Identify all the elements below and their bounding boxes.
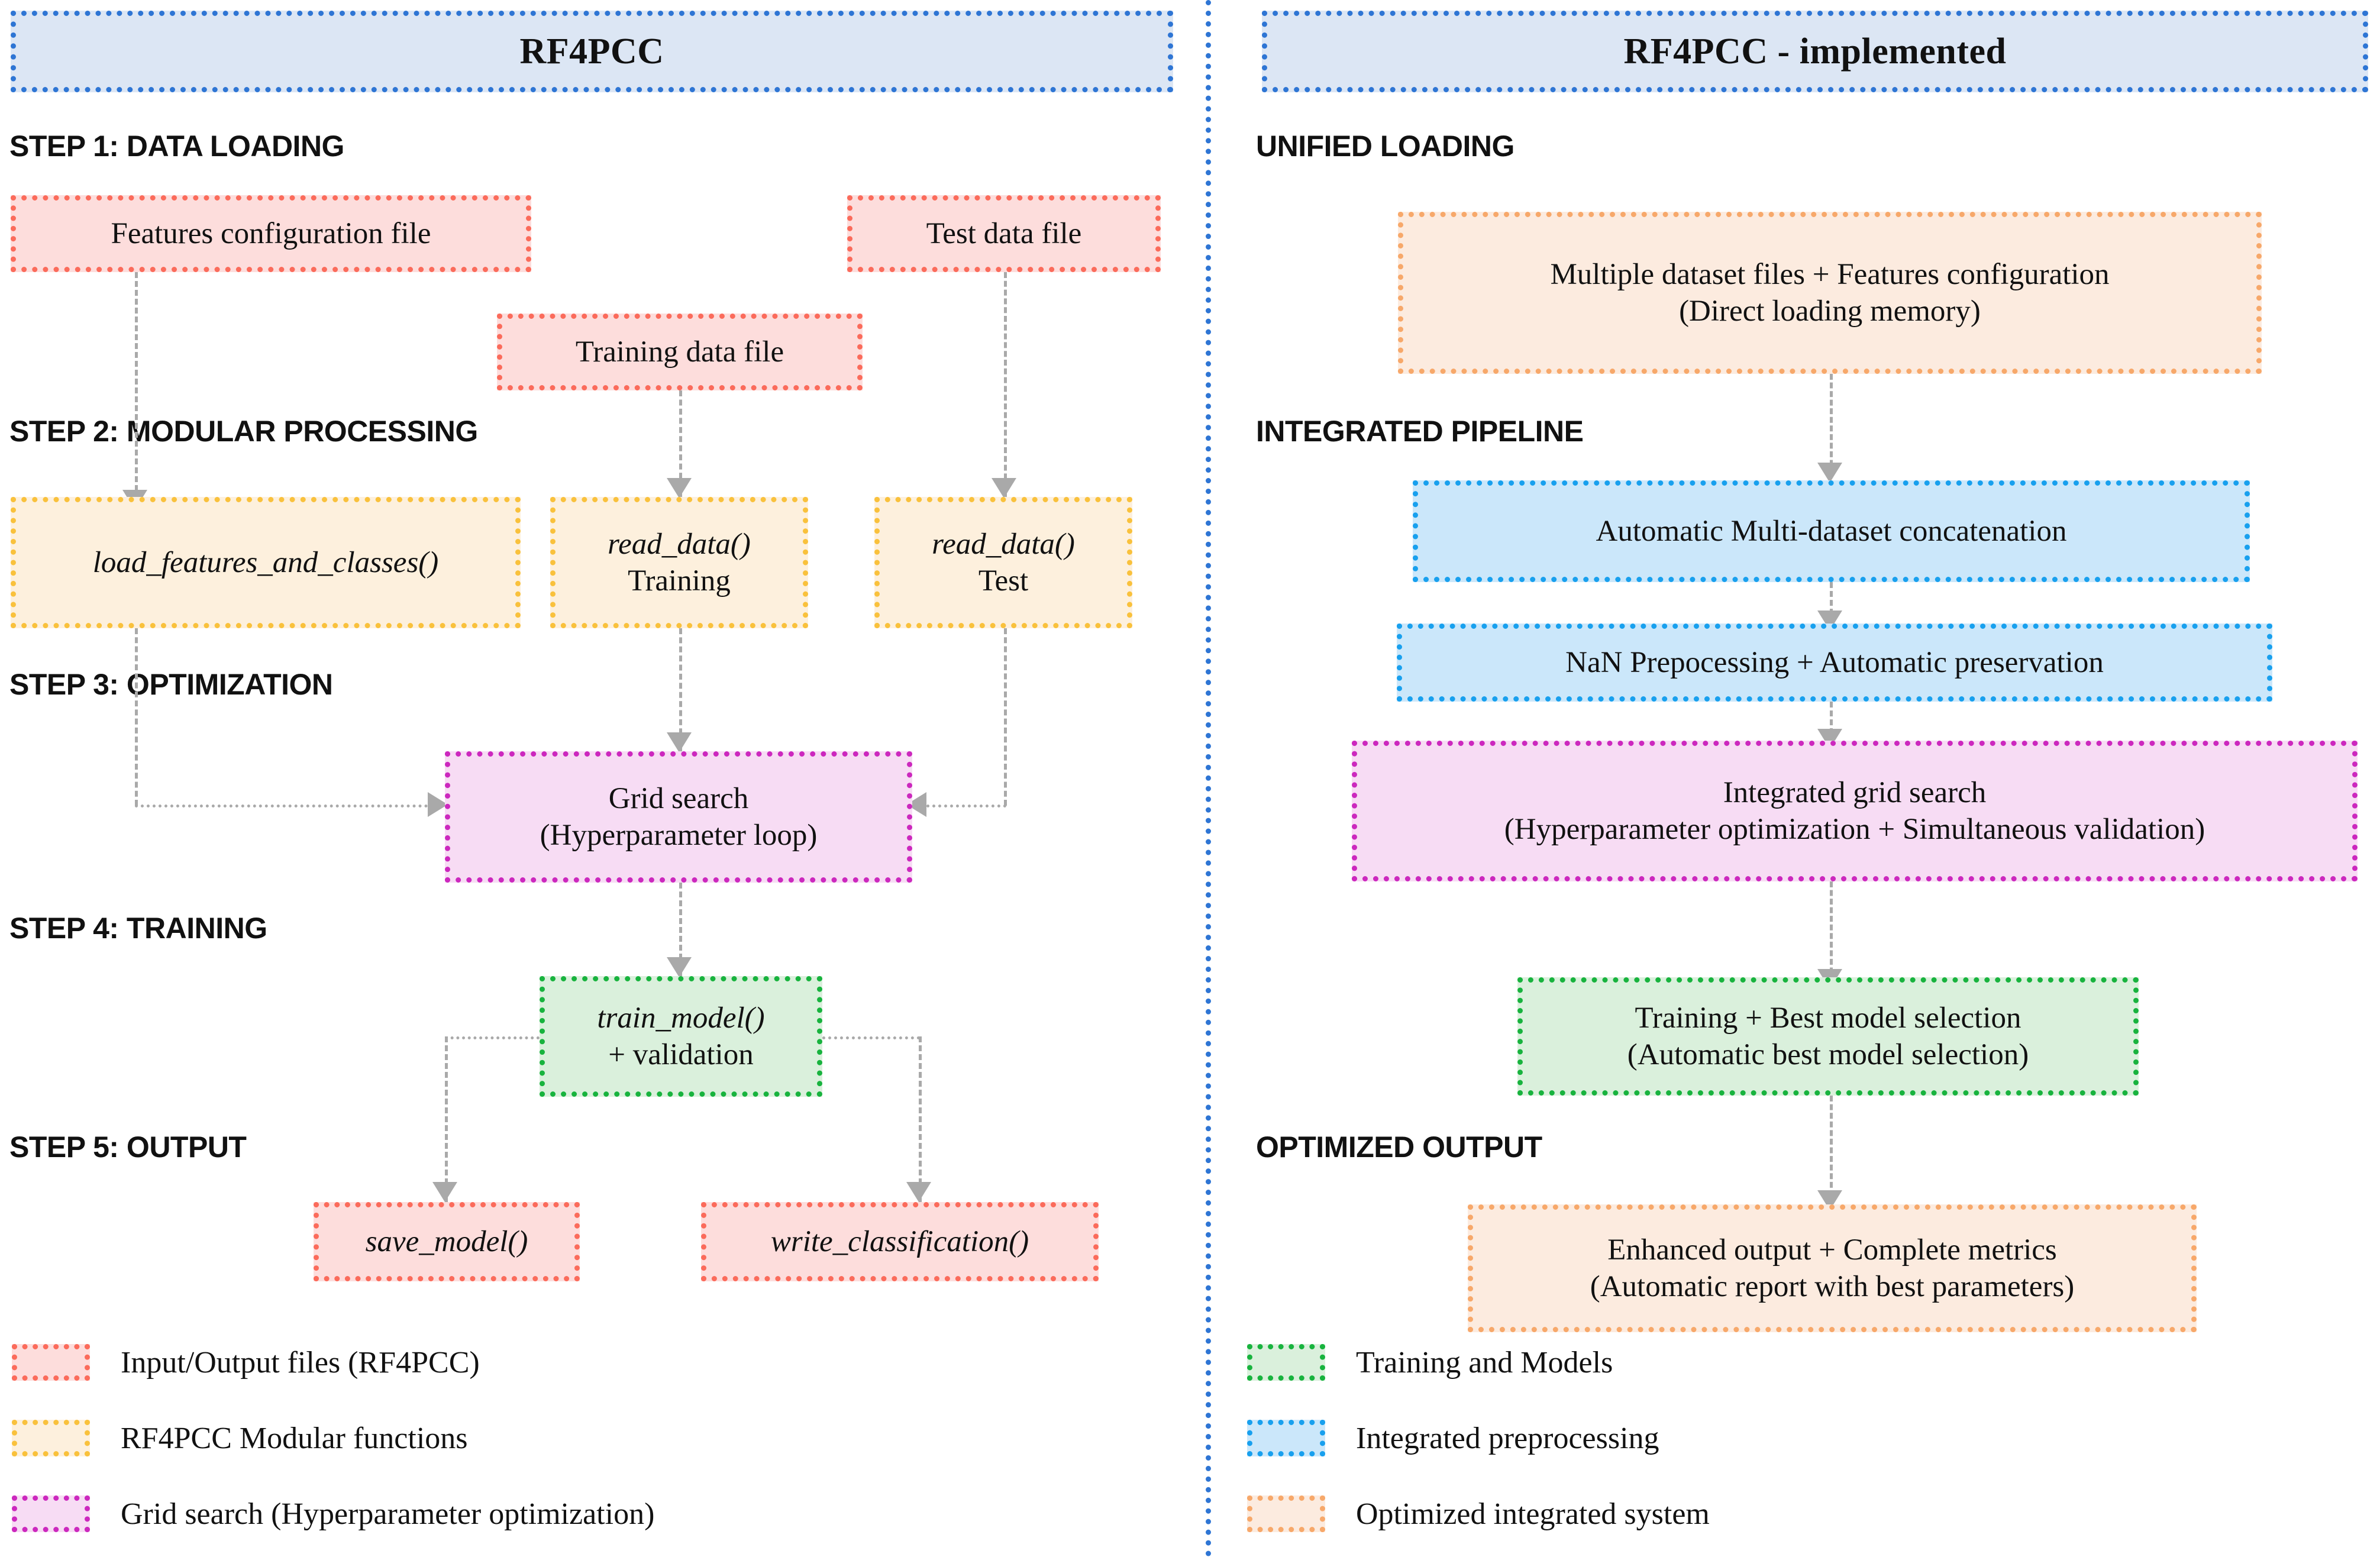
connector-loadfeatures-right: [135, 805, 434, 807]
node-label: Features configuration file: [111, 217, 431, 250]
phase-label-3: OPTIMIZED OUTPUT: [1256, 1130, 1542, 1164]
right-panel-title: RF4PCC - implemented: [1623, 31, 2007, 72]
left-panel-title: RF4PCC: [519, 31, 664, 72]
node-nan-preprocessing[interactable]: NaN Prepocessing + Automatic preservatio…: [1397, 624, 2272, 702]
node-unified-loading[interactable]: Multiple dataset files + Features config…: [1398, 212, 2262, 374]
node-automatic-concatenation[interactable]: Automatic Multi-dataset concatenation: [1413, 480, 2250, 582]
node-label: Training data file: [575, 335, 784, 369]
node-label-line2: (Automatic report with best parameters): [1590, 1270, 2075, 1303]
node-label-line1: Multiple dataset files + Features config…: [1550, 257, 2110, 291]
legend-label: Optimized integrated system: [1356, 1497, 1710, 1531]
connector-test-to-read: [1004, 272, 1007, 497]
node-training-data-file[interactable]: Training data file: [497, 314, 863, 390]
arrow-test-to-read: [992, 478, 1016, 498]
connector-training-to-output: [1830, 1096, 1833, 1205]
connector-train-left-stub: [445, 1036, 540, 1039]
node-write-classification[interactable]: write_classification(): [701, 1202, 1099, 1281]
node-label-sub: Training: [628, 564, 731, 597]
node-label-line2: (Direct loading memory): [1679, 295, 1981, 328]
node-label-line2: (Hyperparameter optimization + Simultane…: [1504, 813, 2205, 846]
legend-label: Training and Models: [1356, 1345, 1613, 1380]
step-label-5: STEP 5: OUTPUT: [9, 1130, 247, 1164]
legend-swatch-green: [1247, 1344, 1325, 1381]
node-label-line1: Enhanced output + Complete metrics: [1607, 1233, 2057, 1267]
legend-label: Input/Output files (RF4PCC): [121, 1345, 480, 1380]
node-load-features-and-classes[interactable]: load_features_and_classes(): [11, 497, 521, 628]
node-test-data-file[interactable]: Test data file: [847, 195, 1161, 272]
node-label-line1: Training + Best model selection: [1635, 1001, 2021, 1035]
node-features-configuration-file[interactable]: Features configuration file: [11, 195, 531, 272]
connector-train-right-stub: [822, 1036, 920, 1039]
connector-readtraining-to-grid: [679, 628, 682, 752]
node-grid-search[interactable]: Grid search (Hyperparameter loop): [445, 751, 912, 883]
connector-readtest-down: [1004, 628, 1007, 806]
phase-label-2: INTEGRATED PIPELINE: [1256, 415, 1584, 448]
legend-item-optimized-integrated-system: Optimized integrated system: [1247, 1495, 1710, 1532]
connector-training-to-read: [679, 390, 682, 497]
legend-swatch-yellow: [12, 1420, 90, 1456]
connector-train-to-write: [919, 1036, 922, 1202]
connector-train-to-save: [445, 1036, 448, 1202]
legend-item-modular-functions: RF4PCC Modular functions: [12, 1420, 468, 1456]
legend-item-input-output-files: Input/Output files (RF4PCC): [12, 1344, 480, 1381]
legend-item-integrated-preprocessing: Integrated preprocessing: [1247, 1420, 1659, 1456]
connector-grid-to-train: [679, 883, 682, 977]
legend-label: Integrated preprocessing: [1356, 1421, 1659, 1455]
legend-swatch-peach: [1247, 1495, 1325, 1532]
node-integrated-grid-search[interactable]: Integrated grid search (Hyperparameter o…: [1352, 741, 2358, 881]
arrow-train-to-save: [432, 1182, 457, 1202]
step-label-1: STEP 1: DATA LOADING: [9, 130, 344, 163]
legend-item-grid-search: Grid search (Hyperparameter optimization…: [12, 1495, 654, 1532]
arrow-grid-to-train: [667, 957, 692, 977]
arrow-loadfeatures-to-grid: [428, 792, 448, 817]
node-label: NaN Prepocessing + Automatic preservatio…: [1565, 645, 2104, 679]
legend-label: RF4PCC Modular functions: [121, 1421, 468, 1455]
legend-swatch-red: [12, 1344, 90, 1381]
connector-readtest-left: [926, 805, 1006, 807]
right-panel-title-bar: RF4PCC - implemented: [1262, 11, 2368, 92]
node-label: write_classification(): [770, 1225, 1029, 1258]
connector-concat-to-nan: [1830, 582, 1833, 624]
node-read-data-test[interactable]: read_data() Test: [874, 497, 1132, 628]
node-train-model[interactable]: train_model() + validation: [540, 976, 822, 1097]
arrow-train-to-write: [906, 1182, 931, 1202]
connector-nan-to-gridsearch: [1830, 702, 1833, 743]
node-label-line2: + validation: [608, 1038, 754, 1071]
node-save-model[interactable]: save_model(): [314, 1202, 580, 1281]
node-label-fn: read_data(): [608, 527, 751, 561]
node-label-line2: (Hyperparameter loop): [540, 819, 818, 852]
arrow-readtraining-to-grid: [667, 732, 692, 752]
left-panel-title-bar: RF4PCC: [11, 11, 1173, 92]
node-label-line1: train_model(): [597, 1001, 765, 1035]
connector-loadfeatures-down: [135, 628, 138, 806]
node-label: Test data file: [926, 217, 1082, 250]
node-training-best-model[interactable]: Training + Best model selection (Automat…: [1517, 977, 2139, 1096]
node-label-fn: read_data(): [932, 527, 1075, 561]
node-label-line1: Grid search: [608, 781, 749, 815]
node-label: load_features_and_classes(): [92, 545, 439, 579]
arrow-loading-to-concat: [1817, 463, 1842, 483]
node-label-line2: (Automatic best model selection): [1627, 1038, 2029, 1071]
node-read-data-training[interactable]: read_data() Training: [550, 497, 808, 628]
legend-label: Grid search (Hyperparameter optimization…: [121, 1497, 655, 1531]
node-enhanced-output[interactable]: Enhanced output + Complete metrics (Auto…: [1468, 1204, 2197, 1332]
legend-item-training-and-models: Training and Models: [1247, 1344, 1613, 1381]
node-label: Automatic Multi-dataset concatenation: [1596, 514, 2067, 548]
panel-divider: [1206, 0, 1211, 1557]
phase-label-1: UNIFIED LOADING: [1256, 130, 1514, 163]
legend-swatch-purple: [12, 1495, 90, 1532]
node-label: save_model(): [365, 1225, 528, 1258]
node-label-line1: Integrated grid search: [1723, 776, 1987, 809]
right-panel: RF4PCC - implemented UNIFIED LOADING INT…: [1191, 0, 2380, 1557]
node-label-sub: Test: [978, 564, 1029, 597]
step-label-3: STEP 3: OPTIMIZATION: [9, 668, 333, 701]
connector-features-to-load: [135, 272, 138, 509]
arrow-training-to-read: [667, 478, 692, 498]
step-label-4: STEP 4: TRAINING: [9, 912, 267, 945]
legend-swatch-blue: [1247, 1420, 1325, 1456]
connector-gridsearch-to-training: [1830, 881, 1833, 982]
left-panel: RF4PCC STEP 1: DATA LOADING STEP 2: MODU…: [0, 0, 1189, 1557]
step-label-2: STEP 2: MODULAR PROCESSING: [9, 415, 478, 448]
connector-loading-to-concat: [1830, 374, 1833, 474]
